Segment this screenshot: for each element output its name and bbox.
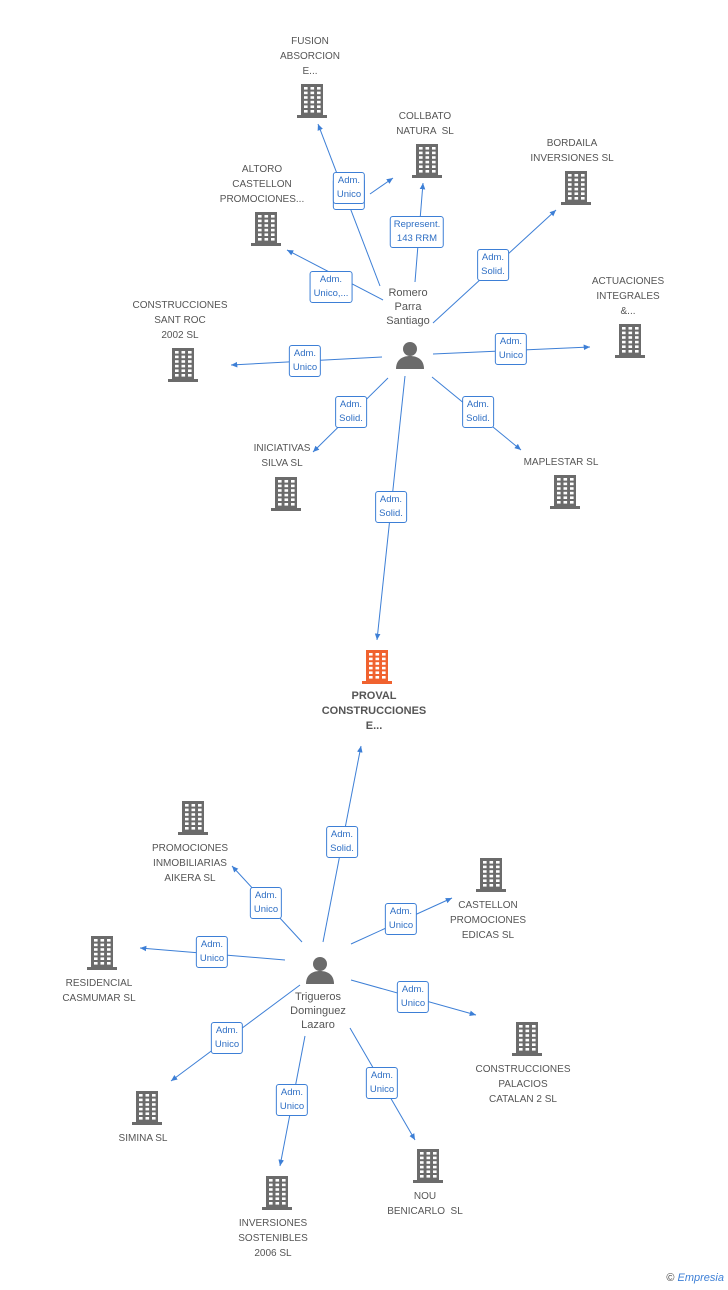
edge-label-trigueros-simina[interactable]: Adm. Unico xyxy=(210,1022,244,1054)
edge-label-trigueros-casmumar[interactable]: Adm. Unico xyxy=(195,936,229,968)
building-icon[interactable] xyxy=(271,477,301,516)
company-label-aikera[interactable]: PROMOCIONES INMOBILIARIAS AIKERA SL xyxy=(151,843,229,884)
person-label-romero[interactable]: Romero Parra Santiago xyxy=(386,287,430,327)
company-label-sostenibles[interactable]: INVERSIONES SOSTENIBLES 2006 SL xyxy=(238,1218,308,1259)
edge-label-trigueros-sostenibles[interactable]: Adm. Unico xyxy=(275,1084,309,1116)
company-label-santroc[interactable]: CONSTRUCCIONES SANT ROC 2002 SL xyxy=(132,300,228,341)
building-icon[interactable] xyxy=(297,84,327,123)
building-icon[interactable] xyxy=(412,144,442,183)
edge-label-romero-altoro[interactable]: Adm. Unico,... xyxy=(309,271,353,303)
edge-label-trigueros-edicas[interactable]: Adm. Unico xyxy=(384,903,418,935)
company-label-simina[interactable]: SIMINA SL xyxy=(118,1133,168,1144)
company-label-altoro[interactable]: ALTORO CASTELLON PROMOCIONES... xyxy=(219,164,305,205)
building-icon[interactable] xyxy=(615,324,645,363)
company-label-edicas[interactable]: CASTELLON PROMOCIONES EDICAS SL xyxy=(449,900,527,941)
edge-label-trigueros-palacios[interactable]: Adm. Unico xyxy=(396,981,430,1013)
edge-label-romero-proval[interactable]: Adm. Solid. xyxy=(375,491,407,523)
edge-label-romero-iniciativas[interactable]: Adm. Solid. xyxy=(335,396,367,428)
edge-label-romero-collbato[interactable]: Adm. Unico xyxy=(332,172,366,204)
building-icon[interactable] xyxy=(561,171,591,210)
company-label-palacios[interactable]: CONSTRUCCIONES PALACIOS CATALAN 2 SL xyxy=(475,1064,571,1105)
edge-label-trigueros-nou[interactable]: Adm. Unico xyxy=(365,1067,399,1099)
building-icon[interactable] xyxy=(87,936,117,975)
edge-label-trigueros-proval[interactable]: Adm. Solid. xyxy=(326,826,358,858)
edge-label-romero-maplestar[interactable]: Adm. Solid. xyxy=(462,396,494,428)
person-icon[interactable] xyxy=(395,341,425,374)
building-icon[interactable] xyxy=(362,650,392,689)
company-label-proval[interactable]: PROVAL CONSTRUCCIONES E... xyxy=(321,690,427,732)
edge-label-romero-actuaciones[interactable]: Adm. Unico xyxy=(494,333,528,365)
edge-label-romero-santroc[interactable]: Adm. Unico xyxy=(288,345,322,377)
building-icon[interactable] xyxy=(550,475,580,514)
edge-romero-collbato xyxy=(369,177,394,195)
company-label-collbato[interactable]: COLLBATO NATURA SL xyxy=(396,111,454,137)
building-icon[interactable] xyxy=(178,801,208,840)
building-icon[interactable] xyxy=(262,1176,292,1215)
building-icon[interactable] xyxy=(512,1022,542,1061)
person-label-trigueros[interactable]: Trigueros Dominguez Lazaro xyxy=(290,991,346,1031)
edge-label-trigueros-aikera[interactable]: Adm. Unico xyxy=(249,887,283,919)
company-label-bordaila[interactable]: BORDAILA INVERSIONES SL xyxy=(530,138,614,164)
footer: ©Empresia xyxy=(666,1272,724,1284)
company-label-iniciativas[interactable]: INICIATIVAS SILVA SL xyxy=(253,443,311,469)
building-icon[interactable] xyxy=(413,1149,443,1188)
edge-label-romero-bordaila[interactable]: Adm. Solid. xyxy=(477,249,509,281)
edge-label-romero-collbato[interactable]: Represent. 143 RRM xyxy=(389,216,445,248)
building-icon[interactable] xyxy=(476,858,506,897)
company-label-casmumar[interactable]: RESIDENCIAL CASMUMAR SL xyxy=(62,978,136,1004)
copyright-symbol: © xyxy=(666,1272,675,1284)
company-label-nou[interactable]: NOU BENICARLO SL xyxy=(387,1191,463,1217)
building-icon[interactable] xyxy=(168,348,198,387)
company-label-fusion[interactable]: FUSION ABSORCION E... xyxy=(279,36,341,77)
company-label-actuaciones[interactable]: ACTUACIONES INTEGRALES &... xyxy=(591,276,665,317)
building-icon[interactable] xyxy=(132,1091,162,1130)
company-label-maplestar[interactable]: MAPLESTAR SL xyxy=(523,457,599,468)
building-icon[interactable] xyxy=(251,212,281,251)
brand-logo[interactable]: Empresia xyxy=(677,1272,724,1284)
person-icon[interactable] xyxy=(305,956,335,989)
